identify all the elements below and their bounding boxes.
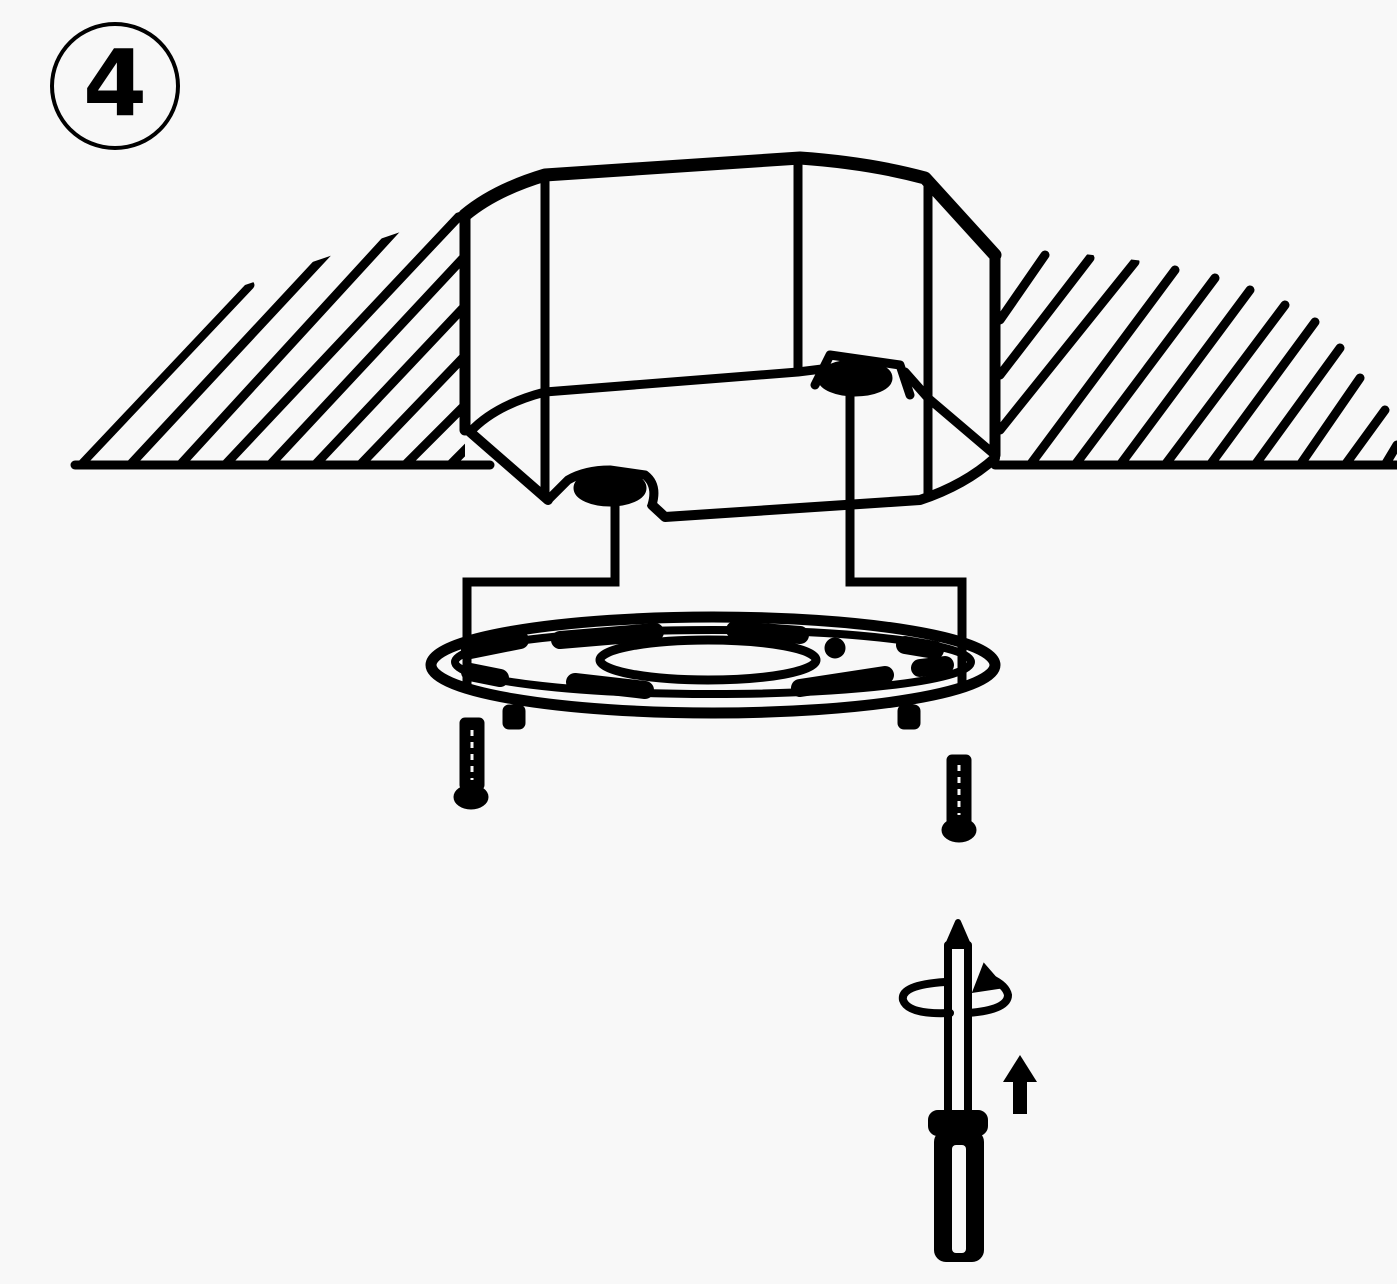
screw-icon [941, 754, 977, 843]
up-arrow-icon [1003, 1055, 1037, 1114]
junction-box-icon [458, 151, 1002, 522]
step-badge: 4 [50, 22, 180, 150]
ceiling-hatch-icon [75, 210, 465, 465]
step-number: 4 [82, 30, 147, 137]
mounting-bracket-icon [425, 611, 1001, 730]
rotate-arrow-icon [898, 962, 1013, 1018]
screw-icon [453, 717, 489, 810]
screwdriver-icon [928, 919, 988, 1262]
ceiling-hatch-icon [1000, 250, 1397, 465]
